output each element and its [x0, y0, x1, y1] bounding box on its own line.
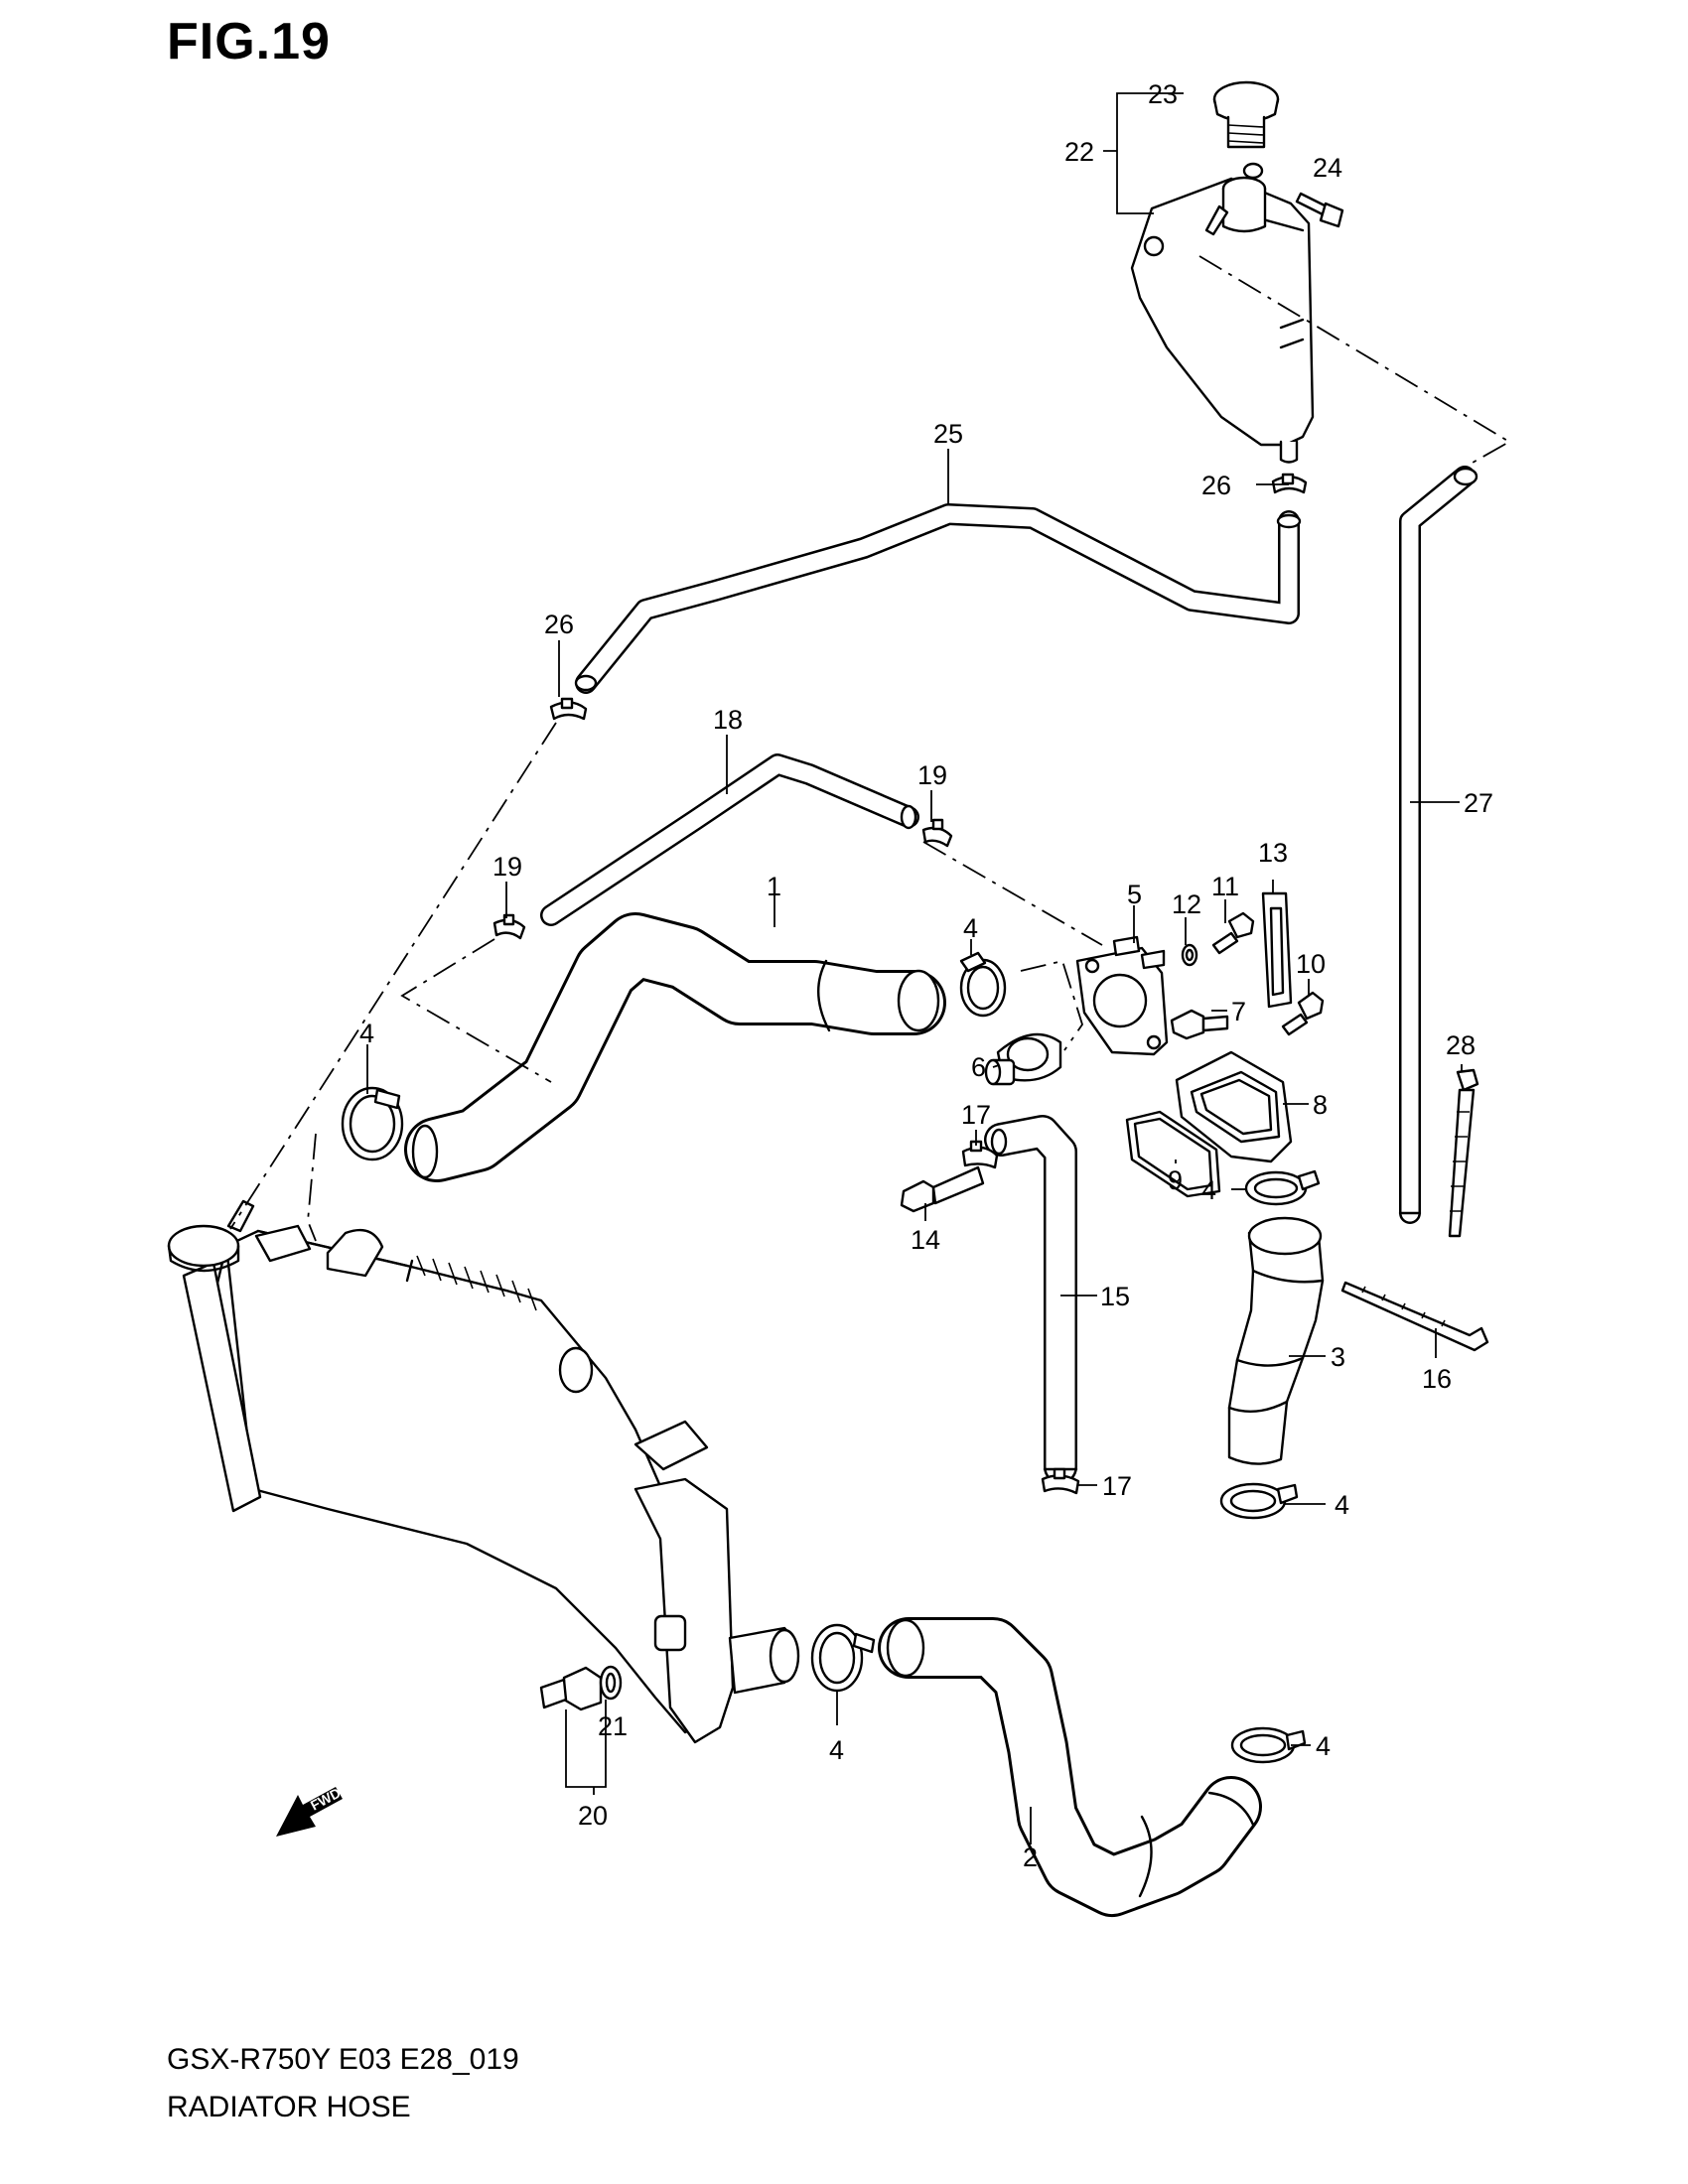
thermostat-cover-5: [1075, 935, 1169, 1056]
callout-4-lower-right: 4: [1316, 1731, 1331, 1761]
bolt-11: [1211, 911, 1255, 955]
callout-labels: 1 2 3 4 4 4 4 4 4 5 6 7 8 9 10 11 12 13 …: [359, 79, 1493, 1872]
clamp-19-right: [921, 818, 953, 848]
callout-8: 8: [1313, 1090, 1328, 1120]
callout-4-hose3-top: 4: [1201, 1175, 1216, 1205]
callout-7: 7: [1231, 997, 1246, 1026]
o-ring-9: [1125, 1110, 1221, 1198]
callout-26-lower: 26: [544, 610, 574, 639]
clamp-4-hose3-bottom: [1219, 1482, 1299, 1520]
drain-plug-20: [539, 1666, 603, 1711]
callout-4-left: 4: [359, 1019, 374, 1048]
reservoir-bolt: [1242, 162, 1344, 228]
bolt-7: [1170, 1009, 1229, 1040]
cable-tie-16: [1340, 1281, 1489, 1352]
hose-25: [574, 503, 1302, 694]
callout-27: 27: [1464, 788, 1493, 818]
hose-18: [540, 753, 919, 926]
fwd-label: FWD: [308, 1785, 344, 1814]
hose-27: [1398, 466, 1478, 1224]
callout-10: 10: [1296, 949, 1326, 979]
clamp-13: [1261, 891, 1293, 1009]
fwd-arrow: FWD: [276, 1785, 344, 1837]
callout-28: 28: [1446, 1030, 1476, 1060]
section-name: RADIATOR HOSE: [167, 2091, 411, 2123]
model-code: GSX-R750Y E03 E28_019: [167, 2043, 519, 2076]
callout-23: 23: [1148, 79, 1178, 109]
callout-24: 24: [1313, 153, 1342, 183]
clamp-4-left: [341, 1086, 404, 1161]
callout-12: 12: [1172, 889, 1201, 919]
callout-13: 13: [1258, 838, 1288, 868]
thermostat-case-8: [1175, 1050, 1293, 1163]
clamp-4-hose3-top: [1244, 1169, 1321, 1206]
callout-21: 21: [598, 1711, 628, 1741]
callout-2: 2: [1023, 1843, 1038, 1872]
washer-12: [1181, 943, 1198, 967]
reservoir-cap: [1212, 80, 1280, 149]
callout-16: 16: [1422, 1364, 1452, 1394]
bolt-10: [1281, 991, 1325, 1036]
clamp-26-upper: [1271, 473, 1308, 494]
callout-17-lower: 17: [1102, 1471, 1132, 1501]
reservoir-tank: [1130, 176, 1315, 464]
callout-3: 3: [1331, 1342, 1345, 1372]
callout-6: 6: [971, 1052, 986, 1082]
callout-4-lower-left: 4: [829, 1735, 844, 1765]
clamp-4-thermostat: [959, 951, 1007, 1018]
hose-15: [984, 1115, 1078, 1484]
callout-18: 18: [713, 705, 743, 735]
hose-3: [1227, 1216, 1325, 1465]
clamp-19-left: [492, 913, 526, 940]
callout-20: 20: [578, 1801, 608, 1831]
radiator: [167, 1199, 800, 1744]
callout-9: 9: [1168, 1165, 1183, 1195]
callout-4-hose3-bottom: 4: [1335, 1490, 1349, 1520]
callout-17-upper: 17: [961, 1100, 991, 1130]
leader-lines: [366, 92, 1463, 1844]
washer-21: [599, 1665, 623, 1701]
callout-26-upper: 26: [1201, 471, 1231, 500]
callout-19-right: 19: [917, 760, 947, 790]
callout-19-left: 19: [492, 852, 522, 882]
union-14: [900, 1165, 985, 1213]
clamp-4-lower-left: [810, 1623, 876, 1693]
clamp-4-lower-right: [1230, 1726, 1307, 1764]
alignment-lines: [229, 255, 1511, 1242]
clamp-26-lower: [549, 697, 588, 721]
hose-2: [878, 1617, 1262, 1917]
hose-1: [404, 912, 946, 1182]
callout-5: 5: [1127, 880, 1142, 909]
thermostat-6: [984, 1032, 1062, 1086]
clamp-17-lower: [1041, 1467, 1080, 1495]
callout-25: 25: [933, 419, 963, 449]
callout-11: 11: [1211, 872, 1239, 901]
callout-14: 14: [911, 1225, 940, 1255]
figure-title: FIG.19: [167, 13, 331, 70]
clamp-17-upper: [961, 1140, 999, 1169]
cable-tie-28: [1448, 1068, 1479, 1238]
callout-22: 22: [1064, 137, 1094, 167]
callout-1: 1: [767, 872, 781, 901]
callout-4-thermostat: 4: [963, 913, 978, 943]
callout-15: 15: [1100, 1282, 1130, 1311]
